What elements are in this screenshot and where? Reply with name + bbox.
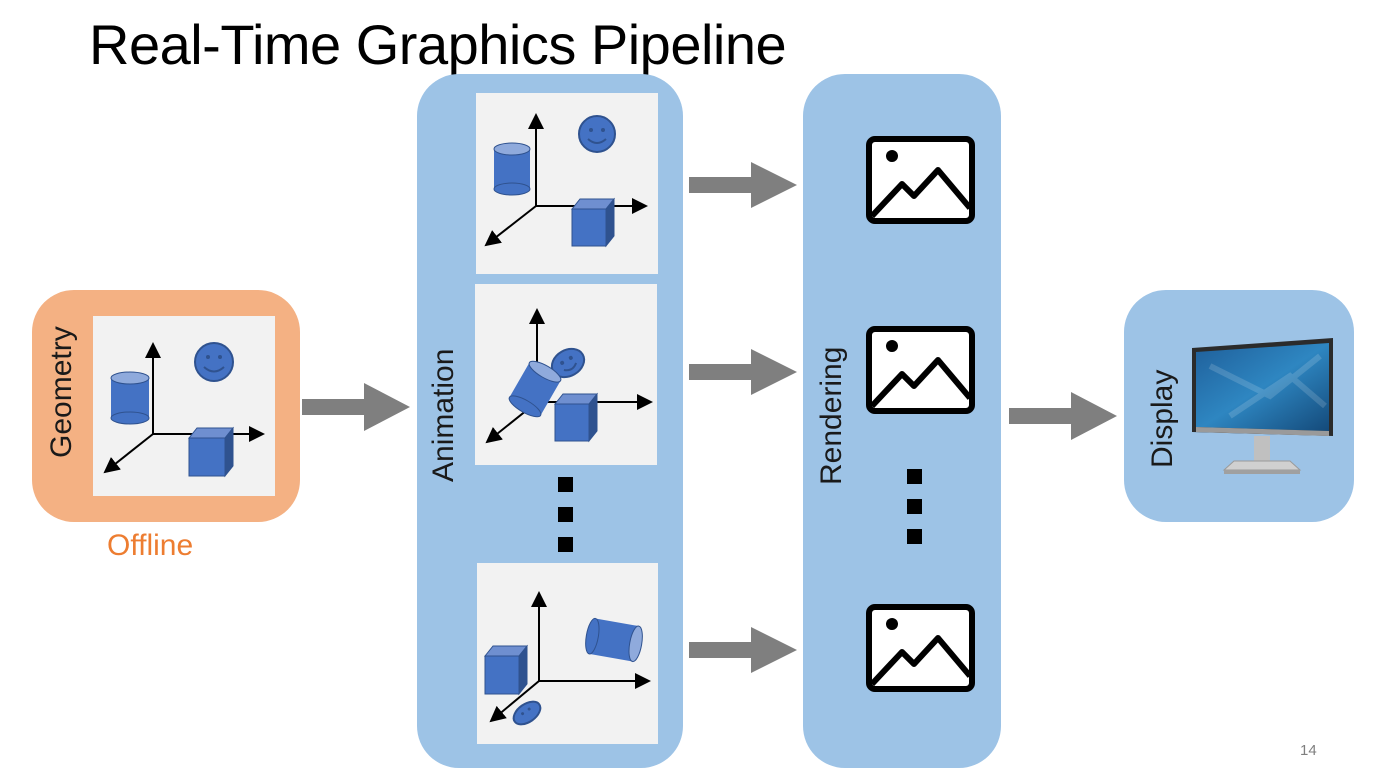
ellipsis-dots-icon	[907, 469, 923, 545]
geometry-scene	[93, 316, 275, 496]
arrow-right-icon	[689, 162, 797, 208]
cube-icon	[187, 426, 235, 478]
image-icon	[866, 136, 975, 224]
image-icon	[866, 604, 975, 692]
page-number: 14	[1300, 742, 1317, 759]
cylinder-icon	[110, 371, 150, 425]
animation-frame-1	[476, 93, 658, 274]
offline-label: Offline	[107, 529, 194, 562]
cylinder-icon	[585, 617, 643, 663]
cube-icon	[483, 644, 529, 696]
cube-icon	[553, 392, 599, 443]
rendering-label: Rendering	[815, 346, 848, 485]
smiley-icon	[194, 342, 234, 382]
cylinder-icon	[493, 142, 531, 196]
monitor-icon	[1190, 336, 1336, 478]
arrow-right-icon	[689, 349, 797, 395]
image-icon	[866, 326, 975, 414]
cube-icon	[570, 197, 616, 248]
display-label: Display	[1146, 369, 1179, 468]
ellipsis-dots-icon	[558, 477, 574, 553]
geometry-label: Geometry	[45, 326, 78, 458]
arrow-right-icon	[1009, 392, 1117, 440]
arrow-right-icon	[302, 383, 410, 431]
animation-frame-2	[475, 284, 657, 465]
page-title: Real-Time Graphics Pipeline	[89, 13, 787, 76]
arrow-right-icon	[689, 627, 797, 673]
smiley-icon	[578, 115, 616, 153]
animation-frame-3	[477, 563, 658, 744]
cylinder-icon	[508, 360, 562, 418]
smiley-icon	[512, 700, 542, 726]
animation-label: Animation	[427, 348, 460, 482]
